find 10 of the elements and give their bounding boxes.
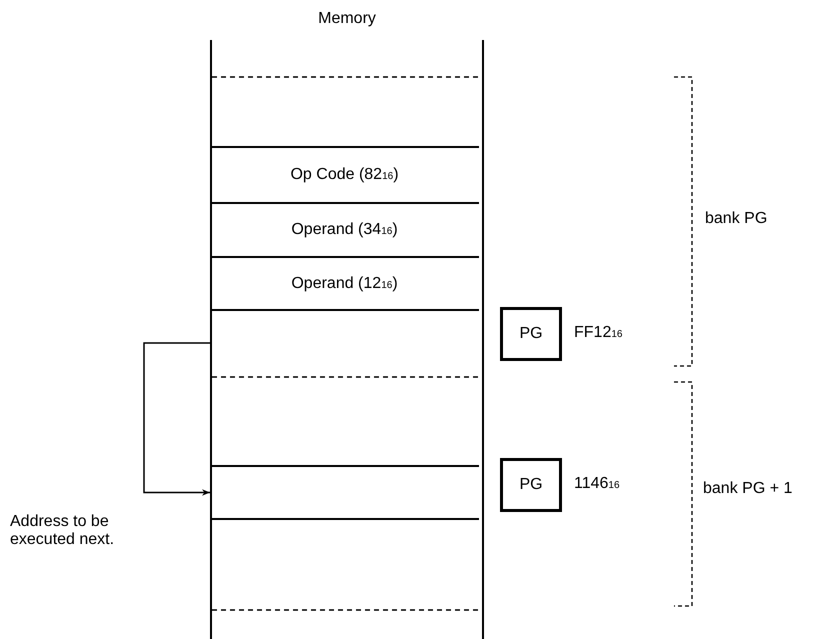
arrow	[143, 342, 210, 496]
note-text: Address to be executed next.	[10, 513, 116, 549]
register-name: PG	[519, 476, 543, 494]
memory-cell	[210, 465, 479, 520]
bank-label: bank PG + 1	[703, 480, 792, 498]
register-name: PG	[519, 325, 543, 343]
register-box	[500, 458, 562, 512]
bank-label: bank PG	[705, 210, 768, 228]
column-heading: Memory	[317, 10, 377, 28]
register-box	[500, 307, 562, 361]
